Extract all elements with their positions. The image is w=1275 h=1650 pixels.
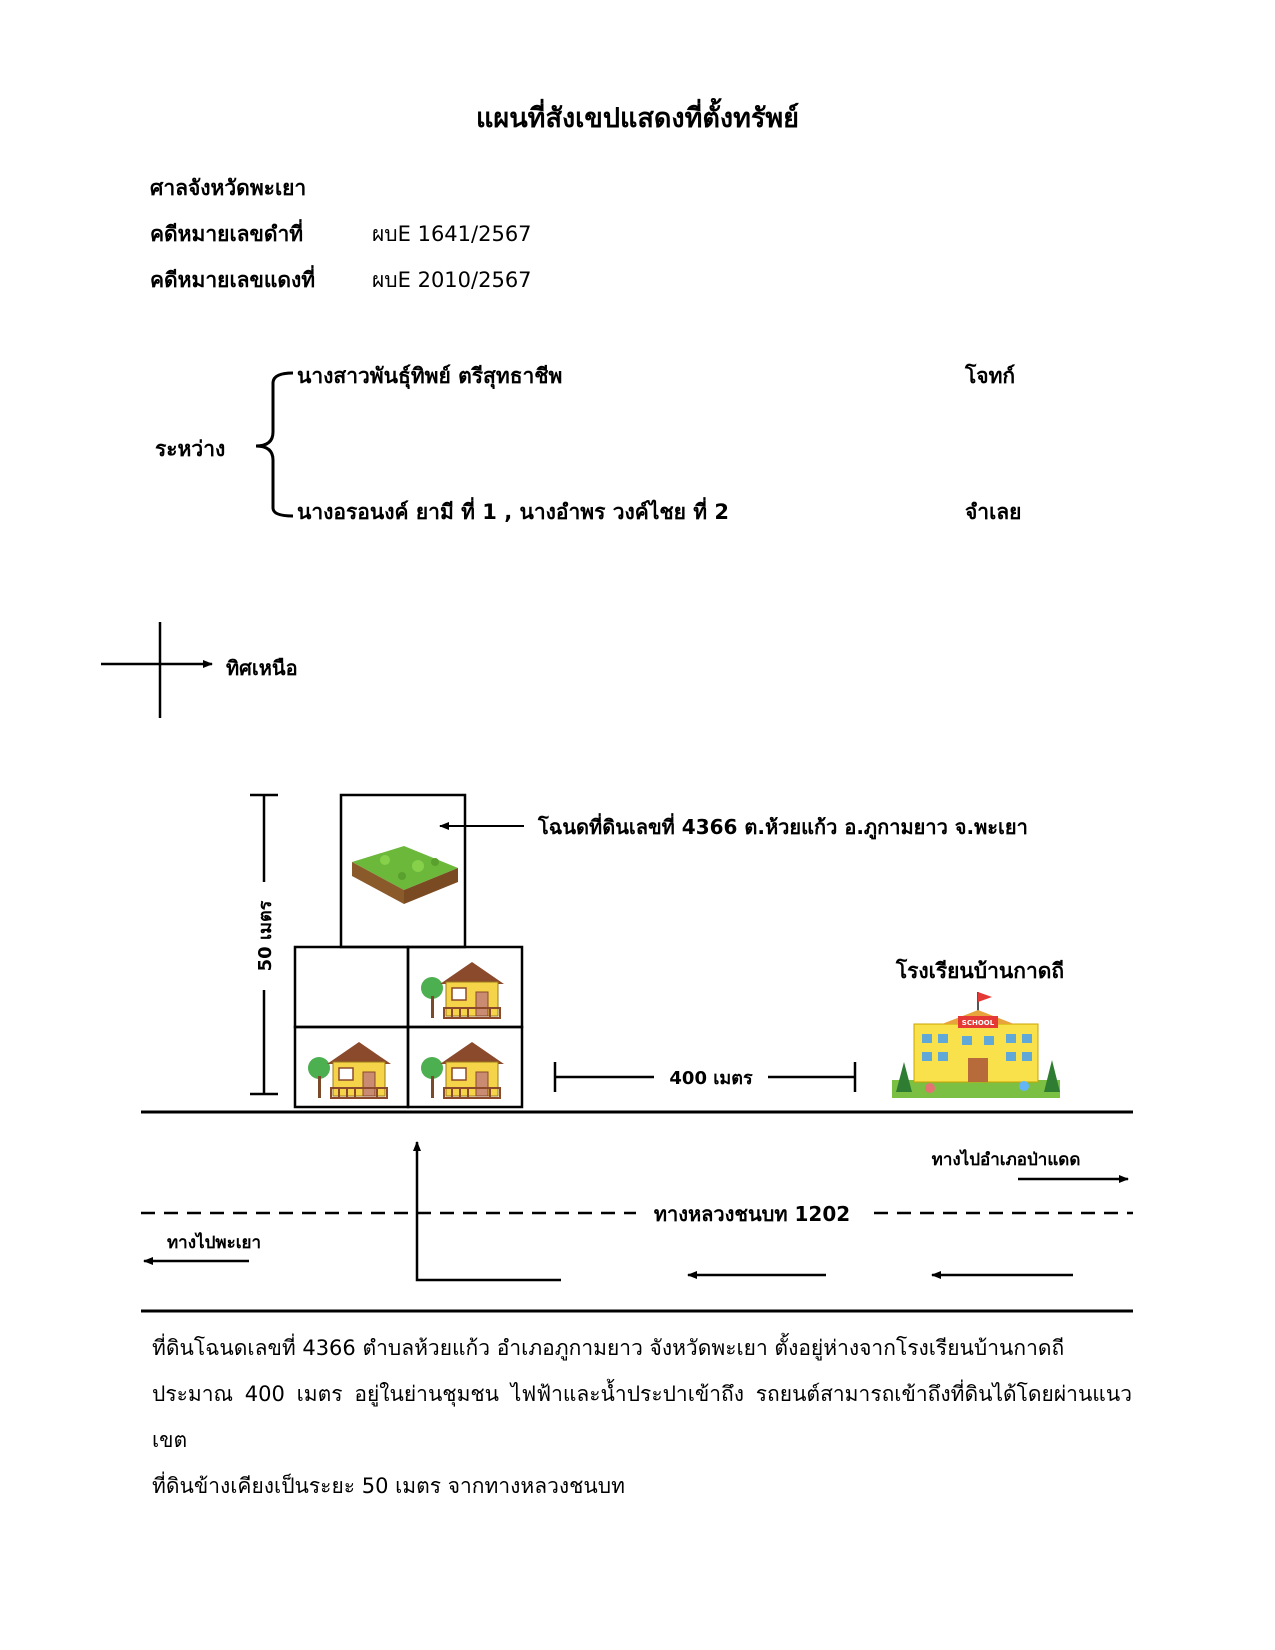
depth-dimension [250, 793, 278, 1096]
red-case-label: คดีหมายเลขแดงที่ [150, 268, 316, 292]
depth-label: 50 เมตร [255, 900, 276, 971]
school-icon: SCHOOL [892, 992, 1060, 1098]
black-case-value: ผบE 1641/2567 [372, 222, 532, 246]
location-description: ที่ดินโฉนดเลขที่ 4366 ตำบลห้วยแก้ว อำเภอ… [152, 1325, 1132, 1509]
grass-land-icon [352, 846, 458, 904]
plaintiff-name: นางสาวพันธุ์ทิพย์ ตรีสุทธาชีพ [297, 364, 563, 388]
road-label: ทางหลวงชนบท 1202 [654, 1202, 850, 1226]
to-phayao-label: ทางไปพะเยา [167, 1232, 261, 1253]
plot-middle-left [293, 945, 410, 1029]
black-case-label: คดีหมายเลขดำที่ [150, 222, 304, 246]
house-icon-2 [306, 1033, 396, 1105]
defendant-names: นางอรอนงค์ ยามี ที่ 1 , นางอำพร วงค์ไชย … [297, 500, 730, 524]
distance-dimension [553, 1062, 857, 1092]
description-line: ประมาณ 400 เมตร อยู่ในย่านชุมชน ไฟฟ้าและ… [152, 1382, 1132, 1452]
court-name: ศาลจังหวัดพะเยา [150, 176, 307, 200]
land-plots [293, 793, 524, 1109]
plot-bottom-right [406, 1025, 524, 1109]
plaintiff-role: โจทก์ [965, 364, 1016, 388]
deed-label: โฉนดที่ดินเลขที่ 4366 ต.ห้วยแก้ว อ.ภูกาม… [537, 812, 1028, 841]
defendant-role: จำเลย [965, 500, 1022, 524]
party-brace [255, 371, 294, 518]
description-line: ที่ดินโฉนดเลขที่ 4366 ตำบลห้วยแก้ว อำเภอ… [152, 1336, 1065, 1360]
red-case-value: ผบE 2010/2567 [372, 268, 532, 292]
distance-label: 400 เมตร [669, 1068, 753, 1089]
house-icon-1 [419, 953, 509, 1025]
description-line: ที่ดินข้างเคียงเป็นระยะ 50 เมตร จากทางหล… [152, 1474, 625, 1498]
school-sign: SCHOOL [962, 1019, 995, 1027]
house-icon-3 [419, 1033, 509, 1105]
between-label: ระหว่าง [155, 437, 226, 461]
route-arrow-to-land [413, 1141, 561, 1282]
to-padaet-label: ทางไปอำเภอป่าแดด [932, 1149, 1081, 1170]
north-compass-icon [101, 622, 213, 718]
school-label: โรงเรียนบ้านกาดถี [895, 958, 1064, 983]
page-title: แผนที่สังเขปแสดงที่ตั้งทรัพย์ [476, 103, 799, 134]
north-label: ทิศเหนือ [226, 656, 298, 680]
